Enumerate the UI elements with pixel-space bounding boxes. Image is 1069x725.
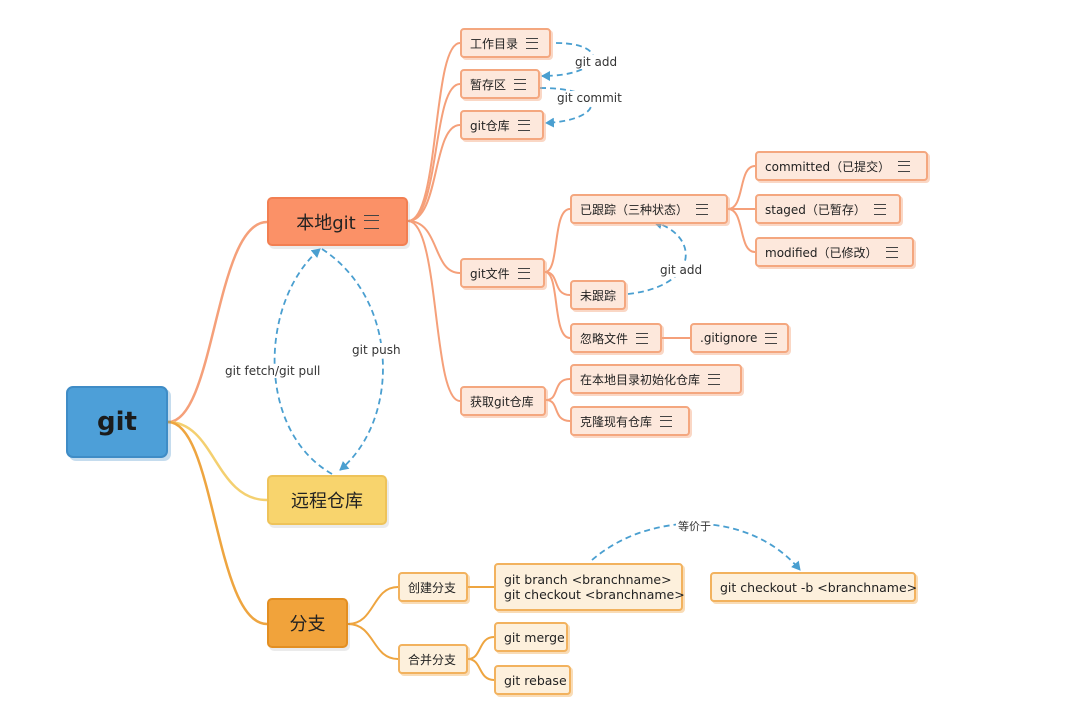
link-files-ignored [544, 271, 571, 339]
notes-icon [885, 246, 898, 258]
topic-branch-label: 分支 [289, 614, 326, 635]
create-cmd-line-1: git branch <branchname> [504, 572, 672, 587]
node-merge-branch[interactable]: 合并分支 [398, 644, 468, 674]
notes-icon [526, 37, 539, 49]
notes-icon [517, 119, 530, 131]
node-modified-label: modified（已修改） [765, 245, 878, 260]
notes-icon [514, 78, 527, 90]
node-gitignore-label: .gitignore [700, 331, 758, 345]
label-git-push: git push [350, 343, 403, 357]
node-staged-label: staged（已暂存） [765, 202, 866, 217]
node-checkout-b[interactable]: git checkout -b <branchname> [710, 572, 918, 602]
node-init-repo-label: 在本地目录初始化仓库 [580, 372, 701, 387]
node-git-files[interactable]: git文件 [460, 258, 545, 288]
notes-icon [696, 203, 709, 215]
node-stage[interactable]: 暂存区 [460, 69, 540, 99]
link-files-tracked [544, 208, 571, 273]
link-files-untracked [544, 271, 571, 296]
link-get-clone [545, 399, 571, 422]
node-get-repo-label: 获取git仓库 [470, 394, 534, 409]
link-tracked-modified [727, 208, 756, 253]
node-tracked[interactable]: 已跟踪（三种状态） [570, 194, 728, 224]
node-untracked[interactable]: 未跟踪 [570, 280, 626, 310]
node-tracked-label: 已跟踪（三种状态） [580, 202, 689, 217]
node-get-repo[interactable]: 获取git仓库 [460, 386, 546, 416]
link-local-repo [407, 124, 461, 222]
node-create-commands[interactable]: git branch <branchname> git checkout <br… [494, 563, 685, 611]
notes-icon [765, 332, 778, 344]
link-branch-merge [347, 623, 399, 660]
node-merge-branch-label: 合并分支 [408, 652, 457, 667]
node-git-merge[interactable]: git merge [494, 622, 568, 652]
node-repo[interactable]: git仓库 [460, 110, 544, 140]
link-tracked-committed [727, 165, 756, 210]
link-get-init [545, 378, 571, 401]
link-root-remote [167, 420, 268, 502]
link-local-workdir [407, 42, 461, 222]
node-workdir-label: 工作目录 [470, 36, 519, 51]
node-ignored-label: 忽略文件 [580, 331, 629, 346]
relation-git-push [321, 248, 384, 471]
topic-local-git[interactable]: 本地git [267, 197, 408, 246]
node-git-merge-label: git merge [504, 629, 565, 645]
label-git-fetch-pull: git fetch/git pull [223, 364, 323, 378]
node-clone-repo[interactable]: 克隆现有仓库 [570, 406, 690, 436]
node-staged[interactable]: staged（已暂存） [755, 194, 901, 224]
node-init-repo[interactable]: 在本地目录初始化仓库 [570, 364, 742, 394]
create-cmd-line-2: git checkout <branchname> [504, 587, 685, 602]
root-label: git [97, 407, 137, 437]
notes-icon [873, 203, 886, 215]
link-local-stage [407, 83, 461, 222]
node-committed[interactable]: committed（已提交） [755, 151, 928, 181]
link-branch-create [347, 586, 399, 625]
node-ignored[interactable]: 忽略文件 [570, 323, 662, 353]
topic-remote-repo[interactable]: 远程仓库 [267, 475, 387, 525]
notes-icon [517, 267, 530, 279]
node-git-rebase-label: git rebase [504, 672, 567, 688]
topic-remote-label: 远程仓库 [291, 491, 363, 512]
node-repo-label: git仓库 [470, 118, 510, 133]
node-git-files-label: git文件 [470, 266, 510, 281]
notes-icon [363, 214, 379, 229]
label-equivalent: 等价于 [676, 518, 713, 534]
link-local-files [407, 220, 461, 274]
link-root-branch [167, 420, 268, 626]
notes-icon [898, 160, 911, 172]
root-node-git[interactable]: git [66, 386, 168, 458]
label-git-add-1: git add [573, 55, 620, 69]
node-clone-repo-label: 克隆现有仓库 [580, 414, 653, 429]
node-workdir[interactable]: 工作目录 [460, 28, 551, 58]
link-root-local [167, 220, 268, 424]
label-git-commit: git commit [555, 91, 624, 105]
node-create-branch-label: 创建分支 [408, 580, 457, 595]
node-modified[interactable]: modified（已修改） [755, 237, 914, 267]
node-create-branch[interactable]: 创建分支 [398, 572, 468, 602]
relation-git-fetch-pull [273, 248, 333, 475]
topic-branch[interactable]: 分支 [267, 598, 348, 648]
topic-local-git-label: 本地git [296, 212, 356, 234]
node-untracked-label: 未跟踪 [580, 288, 617, 303]
notes-icon [708, 373, 721, 385]
node-committed-label: committed（已提交） [765, 159, 891, 174]
link-merge-merge [467, 636, 495, 660]
node-git-rebase[interactable]: git rebase [494, 665, 571, 695]
link-merge-rebase [467, 658, 495, 681]
notes-icon [636, 332, 649, 344]
label-git-add-2: git add [658, 263, 705, 277]
node-stage-label: 暂存区 [470, 77, 507, 92]
link-local-get [407, 220, 461, 402]
notes-icon [660, 415, 673, 427]
relation-git-commit [539, 87, 593, 128]
node-gitignore[interactable]: .gitignore [690, 323, 789, 353]
relation-git-add-2 [627, 219, 687, 295]
node-checkout-b-label: git checkout -b <branchname> [720, 579, 918, 595]
